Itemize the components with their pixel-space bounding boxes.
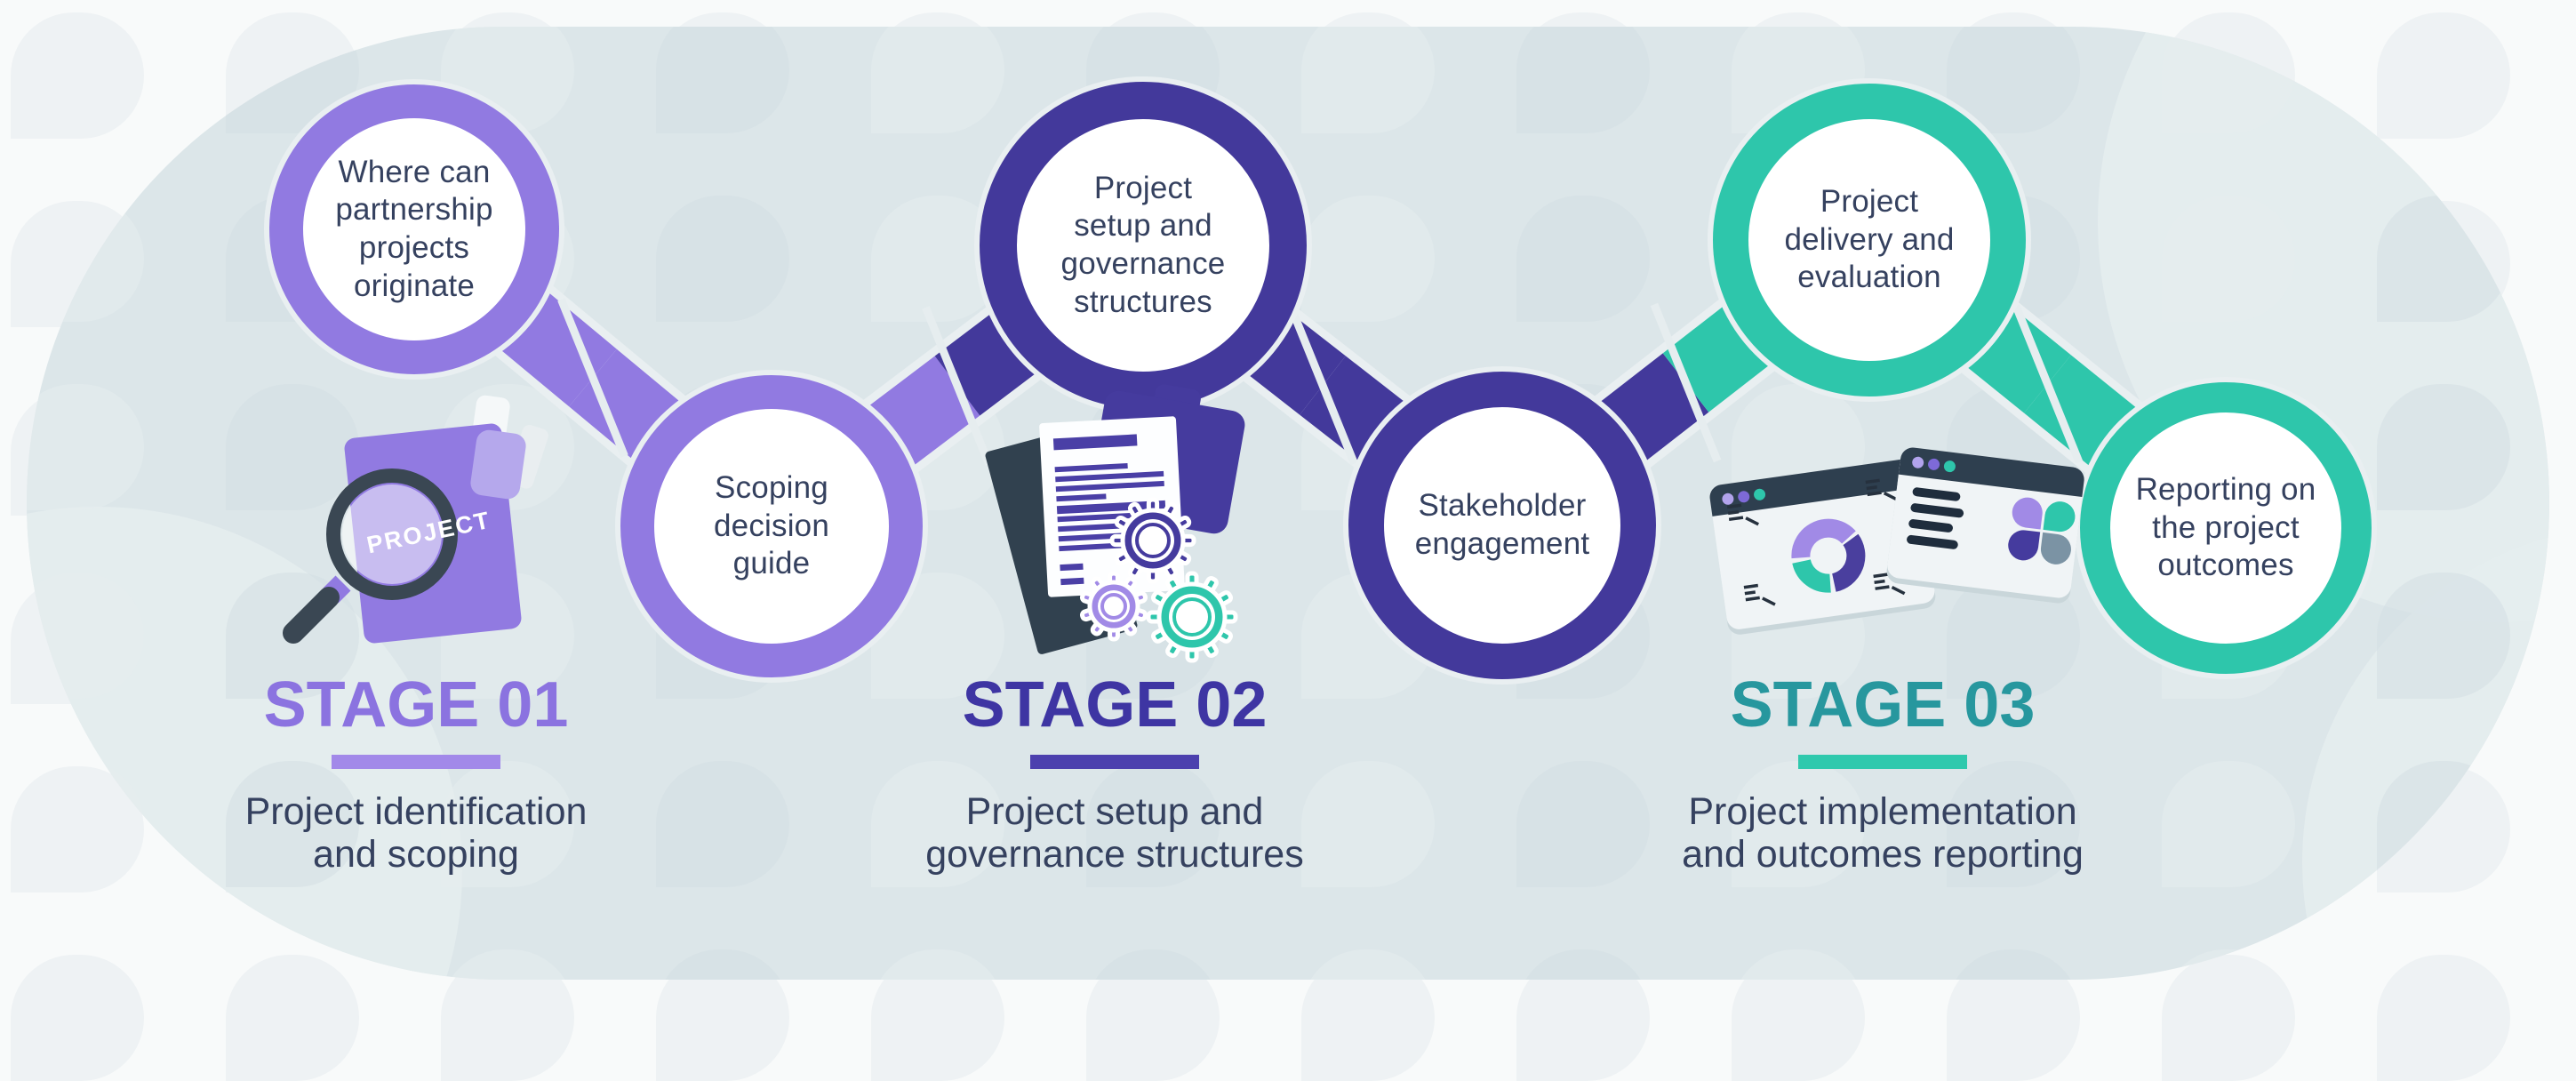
gear-icon bbox=[1146, 571, 1238, 663]
pattern-shape bbox=[871, 27, 1004, 133]
stage-circles bbox=[264, 76, 2377, 685]
stage-03-block: STAGE 03 Project implementation and outc… bbox=[1572, 669, 2194, 876]
petal-icon bbox=[2008, 530, 2041, 561]
pattern-shape bbox=[1516, 761, 1650, 887]
pattern-shape bbox=[871, 761, 1004, 887]
pattern-shape bbox=[27, 573, 144, 699]
stage-circle-ring-3 bbox=[980, 82, 1307, 409]
stage-02-heading: STAGE 02 bbox=[962, 669, 1268, 741]
stage-03-heading: STAGE 03 bbox=[1730, 669, 2036, 741]
gear-icon bbox=[1079, 571, 1148, 642]
pattern-shape bbox=[1947, 761, 2080, 887]
gear-icon bbox=[1109, 497, 1196, 584]
stage-circle-ring-4 bbox=[1348, 372, 1656, 679]
petal-icon bbox=[2043, 501, 2076, 532]
magnifier-glass bbox=[283, 468, 458, 644]
pattern-shape bbox=[1516, 196, 1650, 322]
petal-icon bbox=[2040, 532, 2071, 565]
pattern-shape bbox=[1301, 761, 1435, 887]
connector-cut bbox=[1287, 305, 1358, 466]
stage-01-subtitle: Project identification and scoping bbox=[244, 789, 588, 876]
connector-cut bbox=[2012, 304, 2084, 464]
pattern-shape bbox=[1301, 196, 1435, 322]
circle-label-where-can-partnership-projects-originate: Where can partnership projects originate bbox=[335, 154, 493, 303]
process-diagram bbox=[264, 76, 2377, 685]
stage-02-underline bbox=[1030, 754, 1199, 769]
document-gears-icon bbox=[985, 384, 1245, 663]
connector-cut bbox=[922, 306, 993, 466]
donut-chart-window bbox=[1709, 459, 1936, 635]
stage-circle-ring-5 bbox=[1713, 84, 2026, 396]
pattern-shape bbox=[226, 761, 359, 887]
pattern-shape bbox=[441, 761, 574, 887]
pattern-shape bbox=[656, 761, 789, 887]
report-window bbox=[1886, 447, 2084, 604]
circle-label-stakeholder-engagement: Stakeholder engagement bbox=[1414, 488, 1590, 561]
pattern-shape bbox=[656, 196, 789, 322]
stage-02-subtitle: Project setup and governance structures bbox=[925, 789, 1304, 876]
circle-label-reporting-on-the-project-outcomes: Reporting on the project outcomes bbox=[2135, 471, 2316, 583]
petal-icon bbox=[2012, 497, 2043, 530]
stage-03-underline bbox=[1798, 754, 1967, 769]
pattern-shape bbox=[27, 384, 144, 510]
pattern-shape bbox=[2377, 761, 2510, 887]
stage-02-block: STAGE 02 Project setup and governance st… bbox=[804, 669, 1426, 876]
connector-cut bbox=[1650, 302, 1722, 463]
pattern-shape bbox=[226, 384, 359, 510]
stage-03-subtitle: Project implementation and outcomes repo… bbox=[1682, 789, 2084, 876]
circle-label-project-delivery-and-evaluation: Project delivery and evaluation bbox=[1784, 183, 1955, 295]
stage-circle-ring-2 bbox=[620, 375, 923, 677]
pattern-shape bbox=[2377, 196, 2510, 322]
pattern-shape bbox=[27, 27, 144, 133]
stage-01-block: STAGE 01 Project identification and scop… bbox=[105, 669, 727, 876]
connector-cut bbox=[557, 298, 628, 458]
pattern-shape bbox=[1732, 761, 1865, 887]
pattern-shape bbox=[1301, 27, 1435, 133]
pattern-shape bbox=[1516, 27, 1650, 133]
analytics-windows-icon bbox=[1709, 447, 2084, 635]
pattern-shape bbox=[27, 761, 144, 887]
stage-01-heading: STAGE 01 bbox=[263, 669, 569, 741]
circle-label-project-setup-and-governance-structures: Project setup and governance structures bbox=[1060, 170, 1226, 319]
pattern-shape bbox=[2377, 573, 2510, 699]
pattern-shape bbox=[656, 27, 789, 133]
pattern-shape bbox=[2377, 27, 2510, 133]
pattern-shape bbox=[2162, 196, 2295, 322]
stage-circle-ring-6 bbox=[2080, 382, 2372, 674]
pattern-shape bbox=[2162, 27, 2295, 133]
pattern-shape bbox=[2162, 761, 2295, 887]
stage-01-underline bbox=[332, 754, 500, 769]
pattern-shape bbox=[27, 196, 144, 322]
circle-label-scoping-decision-guide: Scoping decision guide bbox=[713, 469, 829, 581]
pattern-shape bbox=[2377, 384, 2510, 510]
stage-circle-ring-1 bbox=[269, 84, 559, 374]
pattern-shape bbox=[1086, 761, 1220, 887]
